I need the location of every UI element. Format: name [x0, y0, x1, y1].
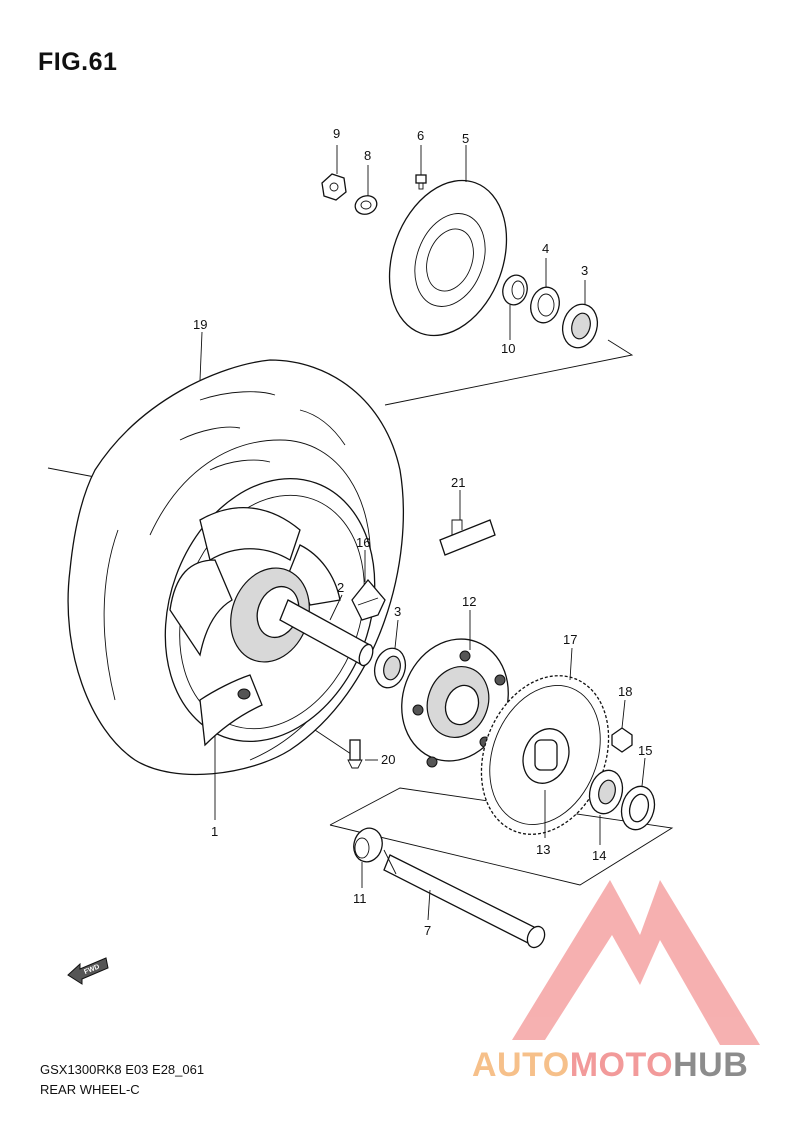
callout-7: 7: [424, 923, 431, 938]
callout-16: 16: [356, 535, 370, 550]
callout-3-lower: 3: [394, 604, 401, 619]
callout-11: 11: [353, 891, 367, 906]
part-3-bearing-lower: [373, 647, 407, 689]
callout-labels: 9 8 6 5 4 3 10 19 21 16 2 3 12 17 18 15 …: [193, 126, 652, 938]
callout-14: 14: [592, 848, 606, 863]
part-4-seal: [530, 286, 560, 324]
callout-20: 20: [381, 752, 395, 767]
callout-18: 18: [618, 684, 632, 699]
part-1-wheel: [164, 477, 376, 747]
callout-5: 5: [462, 131, 469, 146]
part-18-nut: [611, 727, 633, 753]
callout-10: 10: [501, 341, 515, 356]
callout-17: 17: [563, 632, 577, 647]
part-6-bolt: [415, 174, 427, 190]
callout-13: 13: [536, 842, 550, 857]
model-code: GSX1300RK8 E03 E28_061: [40, 1062, 205, 1077]
watermark-brand: AUTOMOTOHUB: [472, 1046, 748, 1085]
callout-4: 4: [542, 241, 549, 256]
watermark-part-auto: AUTO: [472, 1046, 570, 1084]
part-9-nut: [321, 173, 347, 201]
watermark-part-moto: MOTO: [569, 1046, 674, 1084]
callout-1: 1: [211, 824, 218, 839]
leader-lines: [199, 145, 646, 921]
callout-6: 6: [417, 128, 424, 143]
part-14-bearing: [588, 769, 624, 815]
part-3-bearing-upper: [561, 303, 599, 349]
part-20-valve: [347, 739, 363, 769]
part-17-sprocket: [480, 675, 610, 835]
callout-19: 19: [193, 317, 207, 332]
callout-8: 8: [364, 148, 371, 163]
callout-21: 21: [451, 475, 465, 490]
watermark-logo: [512, 880, 760, 1045]
callout-9: 9: [333, 126, 340, 141]
callout-3-upper: 3: [581, 263, 588, 278]
callout-2: 2: [337, 580, 344, 595]
diagram-subtitle: REAR WHEEL-C: [40, 1082, 140, 1097]
part-11-collar: [353, 827, 383, 863]
part-15-seal: [620, 785, 656, 831]
callout-15: 15: [638, 743, 652, 758]
part-7-axle: [383, 849, 546, 949]
part-10-collar: [502, 274, 528, 306]
callout-12: 12: [462, 594, 476, 609]
fwd-arrow-icon: FWD: [67, 957, 109, 985]
part-2-spacer: [279, 599, 374, 667]
part-5-brake-disc: [388, 179, 508, 337]
part-8-washer: [354, 195, 378, 215]
part-21-balance-weight: [439, 519, 496, 556]
part-12-sprocket-carrier: [401, 638, 509, 768]
figure-title: FIG.61: [38, 48, 118, 76]
part-16-damper: [351, 578, 386, 621]
watermark-part-hub: HUB: [673, 1046, 749, 1084]
